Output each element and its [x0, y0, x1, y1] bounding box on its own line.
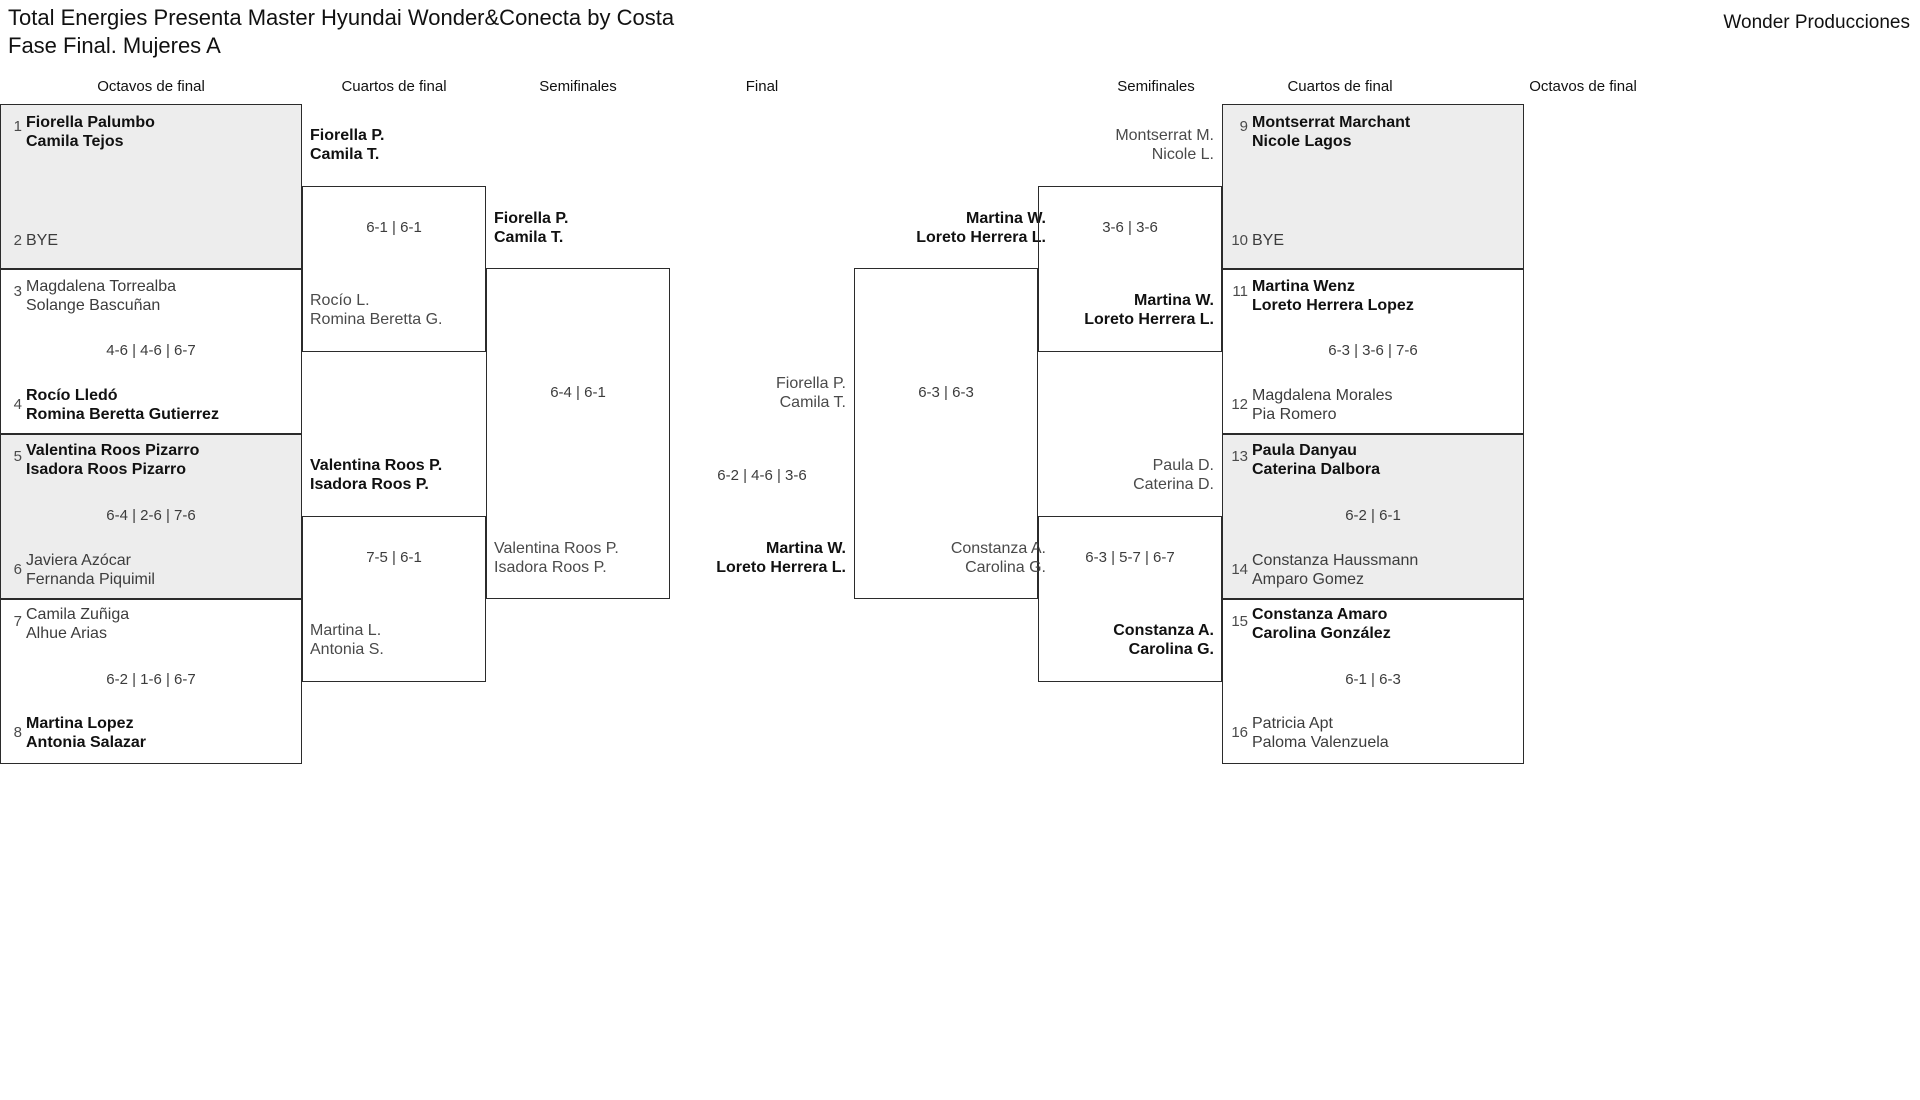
match-box-left-r1-2[interactable]: [0, 269, 302, 434]
match-box-left-r1-1[interactable]: [0, 104, 302, 269]
score-left-qf-2: 7-5 | 6-1: [366, 549, 422, 566]
team-name-final-top: Fiorella P. Camila T.: [776, 375, 846, 411]
seed-number: 13: [1231, 448, 1248, 465]
match-box-right-sf[interactable]: [854, 268, 1038, 599]
match-box-left-r1-4[interactable]: [0, 599, 302, 764]
team-name-right-seed-13: Paula Danyau Caterina Dalbora: [1252, 442, 1381, 478]
team-name-left-sf-top: Fiorella P. Camila T.: [494, 210, 569, 246]
score-right-r1-3: 6-2 | 6-1: [1345, 507, 1401, 524]
seed-number: 2: [13, 232, 22, 249]
team-name-final-bottom: Martina W. Loreto Herrera L.: [716, 540, 846, 576]
score-left-r1-2: 4-6 | 4-6 | 6-7: [106, 342, 196, 359]
team-name-left-seed-6: Javiera Azócar Fernanda Piquimil: [26, 552, 155, 588]
seed-number: 1: [13, 118, 22, 135]
seed-number: 16: [1231, 724, 1248, 741]
team-name-right-qf-top-1: Montserrat M. Nicole L.: [1115, 127, 1214, 163]
score-right-qf-2: 6-3 | 5-7 | 6-7: [1085, 549, 1175, 566]
column-header-cuartos-right: Cuartos de final: [1287, 78, 1393, 95]
score-final: 6-2 | 4-6 | 3-6: [717, 467, 807, 484]
team-name-right-qf-bot-2: Constanza A. Carolina G.: [1113, 622, 1214, 658]
score-right-qf-1: 3-6 | 3-6: [1102, 219, 1158, 236]
match-box-left-qf-1[interactable]: [302, 186, 486, 352]
team-name-left-qf-bot-2: Martina L. Antonia S.: [310, 622, 384, 658]
team-name-right-sf-top: Martina W. Loreto Herrera L.: [916, 210, 1046, 246]
team-name-left-seed-2: BYE: [26, 232, 59, 249]
match-box-right-qf-1[interactable]: [1038, 186, 1222, 352]
team-name-left-qf-top-2: Valentina Roos P. Isadora Roos P.: [310, 457, 443, 493]
team-name-right-seed-14: Constanza Haussmann Amparo Gomez: [1252, 552, 1419, 588]
column-header-semis-right: Semifinales: [1117, 78, 1195, 95]
score-right-r1-4: 6-1 | 6-3: [1345, 671, 1401, 688]
match-box-right-r1-2[interactable]: [1222, 269, 1524, 434]
team-name-left-seed-1: Fiorella Palumbo Camila Tejos: [26, 114, 155, 150]
team-name-left-seed-4: Rocío Lledó Romina Beretta Gutierrez: [26, 387, 219, 423]
column-header-cuartos-left: Cuartos de final: [341, 78, 447, 95]
score-left-qf-1: 6-1 | 6-1: [366, 219, 422, 236]
match-box-left-sf[interactable]: [486, 268, 670, 599]
seed-number: 3: [13, 283, 22, 300]
team-name-left-seed-8: Martina Lopez Antonia Salazar: [26, 715, 147, 751]
team-name-right-seed-10: BYE: [1252, 232, 1285, 249]
brand-label: Wonder Producciones: [1723, 12, 1910, 33]
seed-number: 10: [1231, 232, 1248, 249]
team-name-right-seed-11: Martina Wenz Loreto Herrera Lopez: [1252, 278, 1414, 314]
match-box-left-r1-3[interactable]: [0, 434, 302, 599]
score-left-r1-4: 6-2 | 1-6 | 6-7: [106, 671, 196, 688]
team-name-right-seed-15: Constanza Amaro Carolina González: [1252, 606, 1391, 642]
team-name-right-seed-16: Patricia Apt Paloma Valenzuela: [1252, 715, 1389, 751]
seed-number: 8: [13, 724, 22, 741]
seed-number: 12: [1231, 396, 1248, 413]
column-header-semis-left: Semifinales: [539, 78, 617, 95]
seed-number: 9: [1239, 118, 1248, 135]
team-name-right-seed-9: Montserrat Marchant Nicole Lagos: [1252, 114, 1411, 150]
seed-number: 14: [1231, 561, 1248, 578]
seed-number: 11: [1232, 283, 1248, 300]
score-left-r1-3: 6-4 | 2-6 | 7-6: [106, 507, 196, 524]
team-name-right-sf-bot: Constanza A. Carolina G.: [950, 540, 1046, 576]
team-name-right-seed-12: Magdalena Morales Pia Romero: [1252, 387, 1393, 423]
team-name-left-qf-top-1: Fiorella P. Camila T.: [310, 127, 385, 163]
seed-number: 6: [13, 561, 22, 578]
seed-number: 7: [13, 613, 22, 630]
column-header-octavos-left: Octavos de final: [97, 78, 205, 95]
score-right-sf: 6-3 | 6-3: [918, 384, 974, 401]
column-header-octavos-right: Octavos de final: [1529, 78, 1637, 95]
team-name-left-seed-5: Valentina Roos Pizarro Isadora Roos Piza…: [26, 442, 200, 478]
score-left-sf: 6-4 | 6-1: [550, 384, 606, 401]
team-name-left-qf-bot-1: Rocío L. Romina Beretta G.: [310, 292, 443, 328]
match-box-right-r1-4[interactable]: [1222, 599, 1524, 764]
seed-number: 5: [13, 448, 22, 465]
match-box-right-qf-2[interactable]: [1038, 516, 1222, 682]
seed-number: 4: [13, 396, 22, 413]
match-box-left-qf-2[interactable]: [302, 516, 486, 682]
column-header-final: Final: [745, 78, 779, 95]
team-name-right-qf-top-2: Paula D. Caterina D.: [1133, 457, 1214, 493]
team-name-left-seed-3: Magdalena Torrealba Solange Bascuñan: [26, 278, 177, 314]
team-name-left-seed-7: Camila Zuñiga Alhue Arias: [26, 606, 130, 642]
seed-number: 15: [1231, 613, 1248, 630]
page-title: Total Energies Presenta Master Hyundai W…: [8, 5, 675, 58]
score-right-r1-2: 6-3 | 3-6 | 7-6: [1328, 342, 1418, 359]
team-name-left-sf-bot: Valentina Roos P. Isadora Roos P.: [494, 540, 619, 576]
team-name-right-qf-bot-1: Martina W. Loreto Herrera L.: [1084, 292, 1214, 328]
match-box-right-r1-1[interactable]: [1222, 104, 1524, 269]
match-box-right-r1-3[interactable]: [1222, 434, 1524, 599]
